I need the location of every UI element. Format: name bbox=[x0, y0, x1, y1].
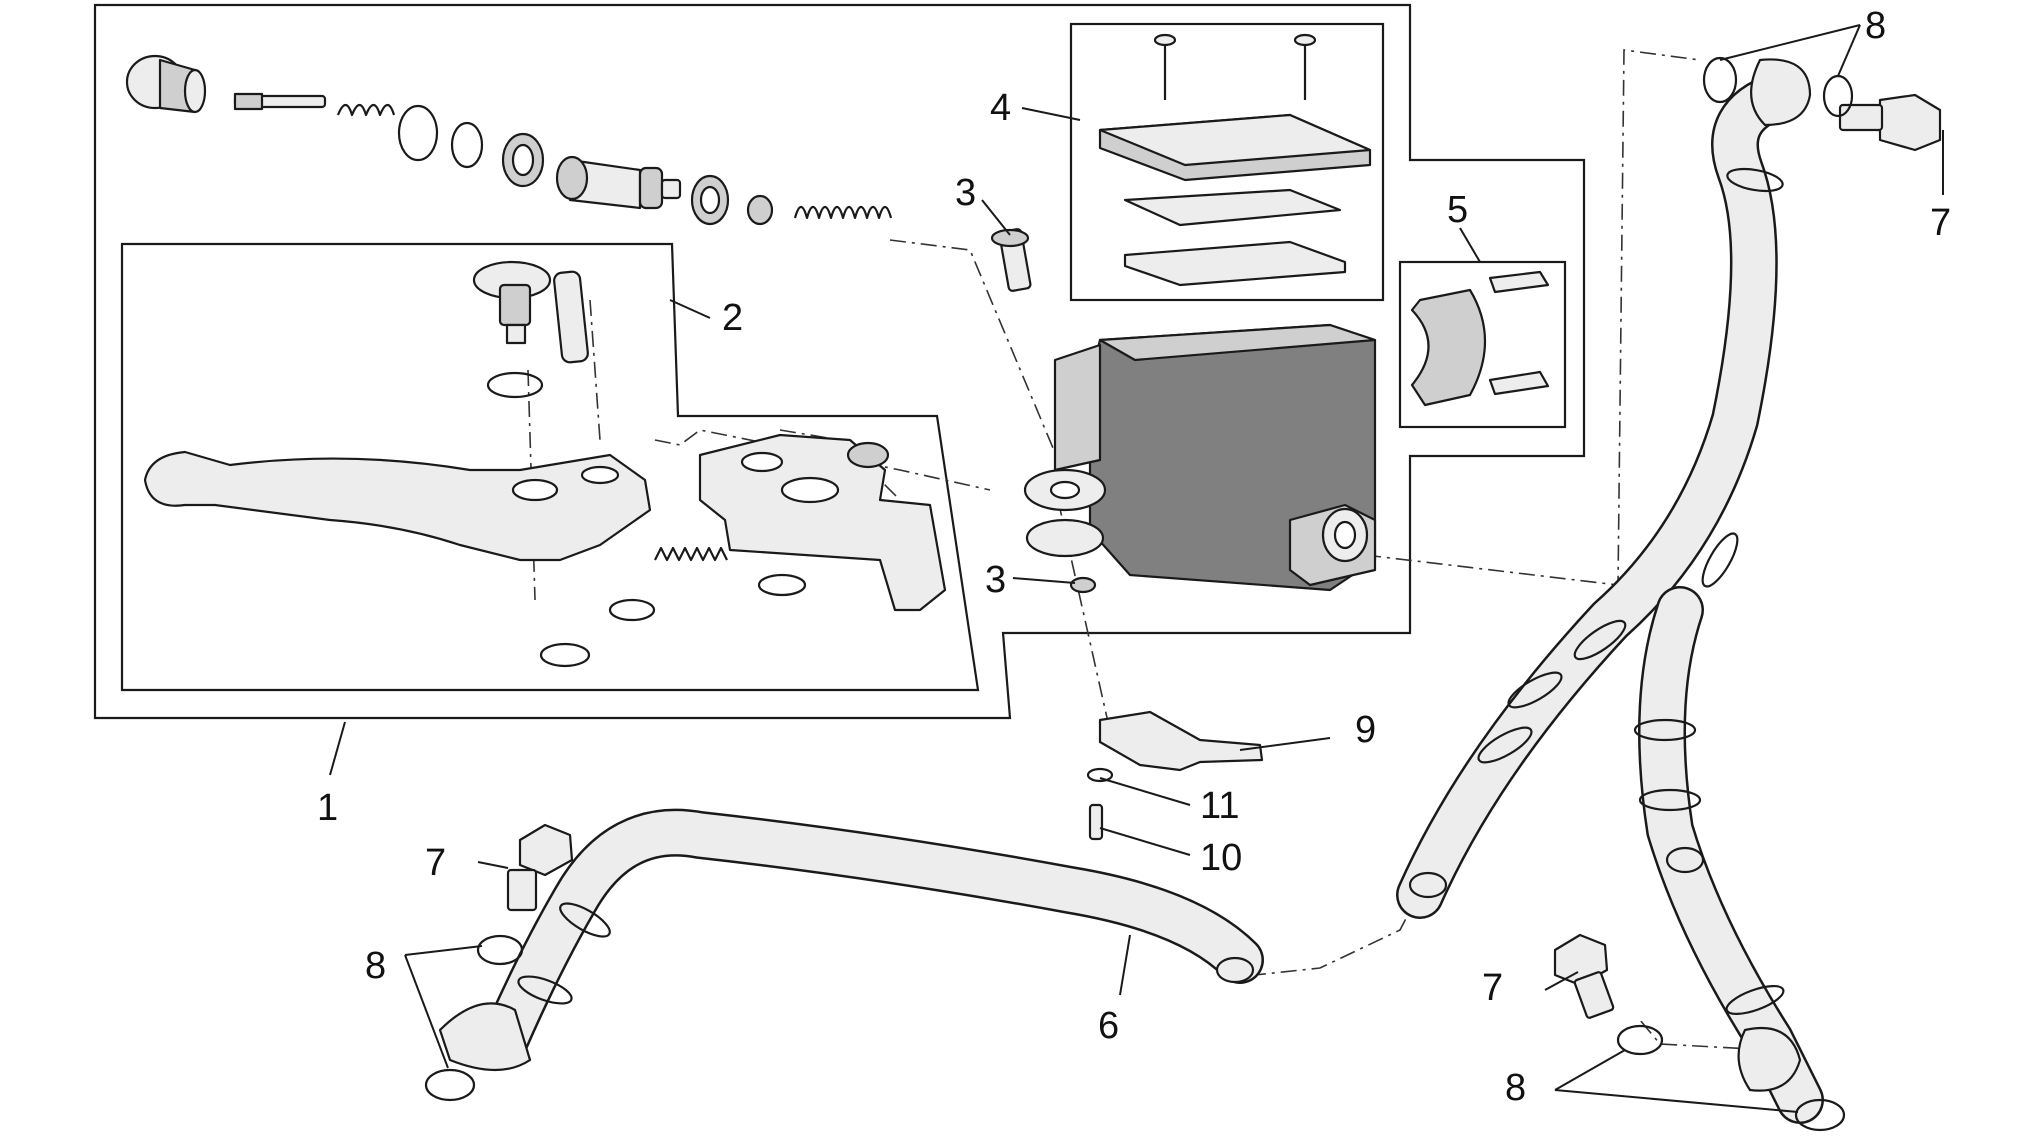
callout-3-upper: 3 bbox=[955, 172, 976, 214]
lever-holder-part bbox=[698, 433, 947, 612]
brake-lever-part bbox=[143, 450, 652, 562]
group-frames bbox=[93, 3, 1586, 720]
callout-8-left: 8 bbox=[365, 945, 386, 987]
seal-part bbox=[501, 132, 545, 188]
callout-7-upper: 7 bbox=[1930, 202, 1951, 244]
banjo-bolt-upper bbox=[1838, 93, 1942, 152]
banjo-bolts bbox=[424, 56, 1942, 1132]
sealing-washer-right-top bbox=[1616, 1024, 1664, 1056]
callout-2: 2 bbox=[722, 297, 743, 339]
sealing-washer-upper-right bbox=[1822, 74, 1854, 118]
lever-spring-part bbox=[654, 546, 728, 562]
leader-lines bbox=[329, 24, 1944, 1113]
holder-washer-part bbox=[757, 573, 807, 597]
lever-parts bbox=[143, 260, 947, 668]
callout-7-left: 7 bbox=[425, 842, 446, 884]
diaphragm-plate-part bbox=[1123, 188, 1342, 227]
group-frame-1 bbox=[93, 3, 1586, 720]
group-frame-5 bbox=[1398, 260, 1567, 429]
callout-11: 11 bbox=[1200, 785, 1239, 827]
cup-seal-part bbox=[690, 174, 730, 226]
boot-cap-part bbox=[125, 54, 207, 114]
callout-1: 1 bbox=[317, 787, 338, 829]
switch-screw-part bbox=[1088, 803, 1104, 841]
circlip-part bbox=[397, 104, 439, 162]
reservoir-cap-parts bbox=[1098, 33, 1372, 287]
circlip-lower-part bbox=[608, 598, 656, 622]
callout-4: 4 bbox=[990, 87, 1011, 129]
callout-3-lower: 3 bbox=[985, 559, 1006, 601]
clamp-part bbox=[1410, 288, 1486, 407]
group-frame-4 bbox=[1069, 22, 1385, 302]
washer-part bbox=[450, 121, 484, 169]
lever-washer-part bbox=[486, 371, 544, 399]
piston-kit-parts bbox=[125, 54, 893, 226]
callout-labels: 1 2 3 3 4 5 6 7 7 7 8 8 8 9 10 11 bbox=[317, 5, 1951, 1109]
master-cylinder-body bbox=[1023, 323, 1377, 592]
brake-switch-parts bbox=[1086, 710, 1264, 841]
sealing-washer-left-top bbox=[476, 934, 524, 966]
circlip-bottom-part bbox=[539, 642, 591, 668]
spring-seat-part bbox=[746, 194, 774, 226]
small-spring-part bbox=[336, 103, 396, 117]
callout-7-right: 7 bbox=[1482, 967, 1503, 1009]
bushing-part bbox=[553, 270, 589, 364]
callout-6: 6 bbox=[1098, 1005, 1119, 1047]
piston-part bbox=[555, 155, 682, 210]
handlebar-clamp-parts bbox=[1410, 270, 1550, 407]
sealing-washer-left-bottom bbox=[424, 1068, 476, 1102]
callout-8-upper: 8 bbox=[1865, 5, 1886, 47]
switch-washer-part bbox=[1086, 767, 1114, 783]
return-spring-part bbox=[793, 205, 893, 220]
diaphragm-part bbox=[1123, 240, 1347, 287]
callout-10: 10 bbox=[1200, 837, 1242, 879]
callout-9: 9 bbox=[1355, 709, 1376, 751]
sealing-washer-right-bottom bbox=[1794, 1098, 1846, 1132]
nut-part bbox=[1069, 576, 1097, 594]
banjo-bolt-left bbox=[506, 823, 574, 912]
push-rod-part bbox=[233, 92, 327, 111]
group-frame-2 bbox=[120, 242, 980, 692]
banjo-bolt-right bbox=[1553, 933, 1615, 1019]
callout-8-right: 8 bbox=[1505, 1067, 1526, 1109]
sealing-washer-upper-left bbox=[1702, 56, 1738, 104]
brake-hoses bbox=[438, 58, 1824, 1124]
pivot-bolt-part bbox=[990, 228, 1032, 292]
brake-switch-part bbox=[1098, 710, 1264, 772]
callout-5: 5 bbox=[1447, 189, 1468, 231]
adjuster-knob-part bbox=[472, 260, 552, 345]
